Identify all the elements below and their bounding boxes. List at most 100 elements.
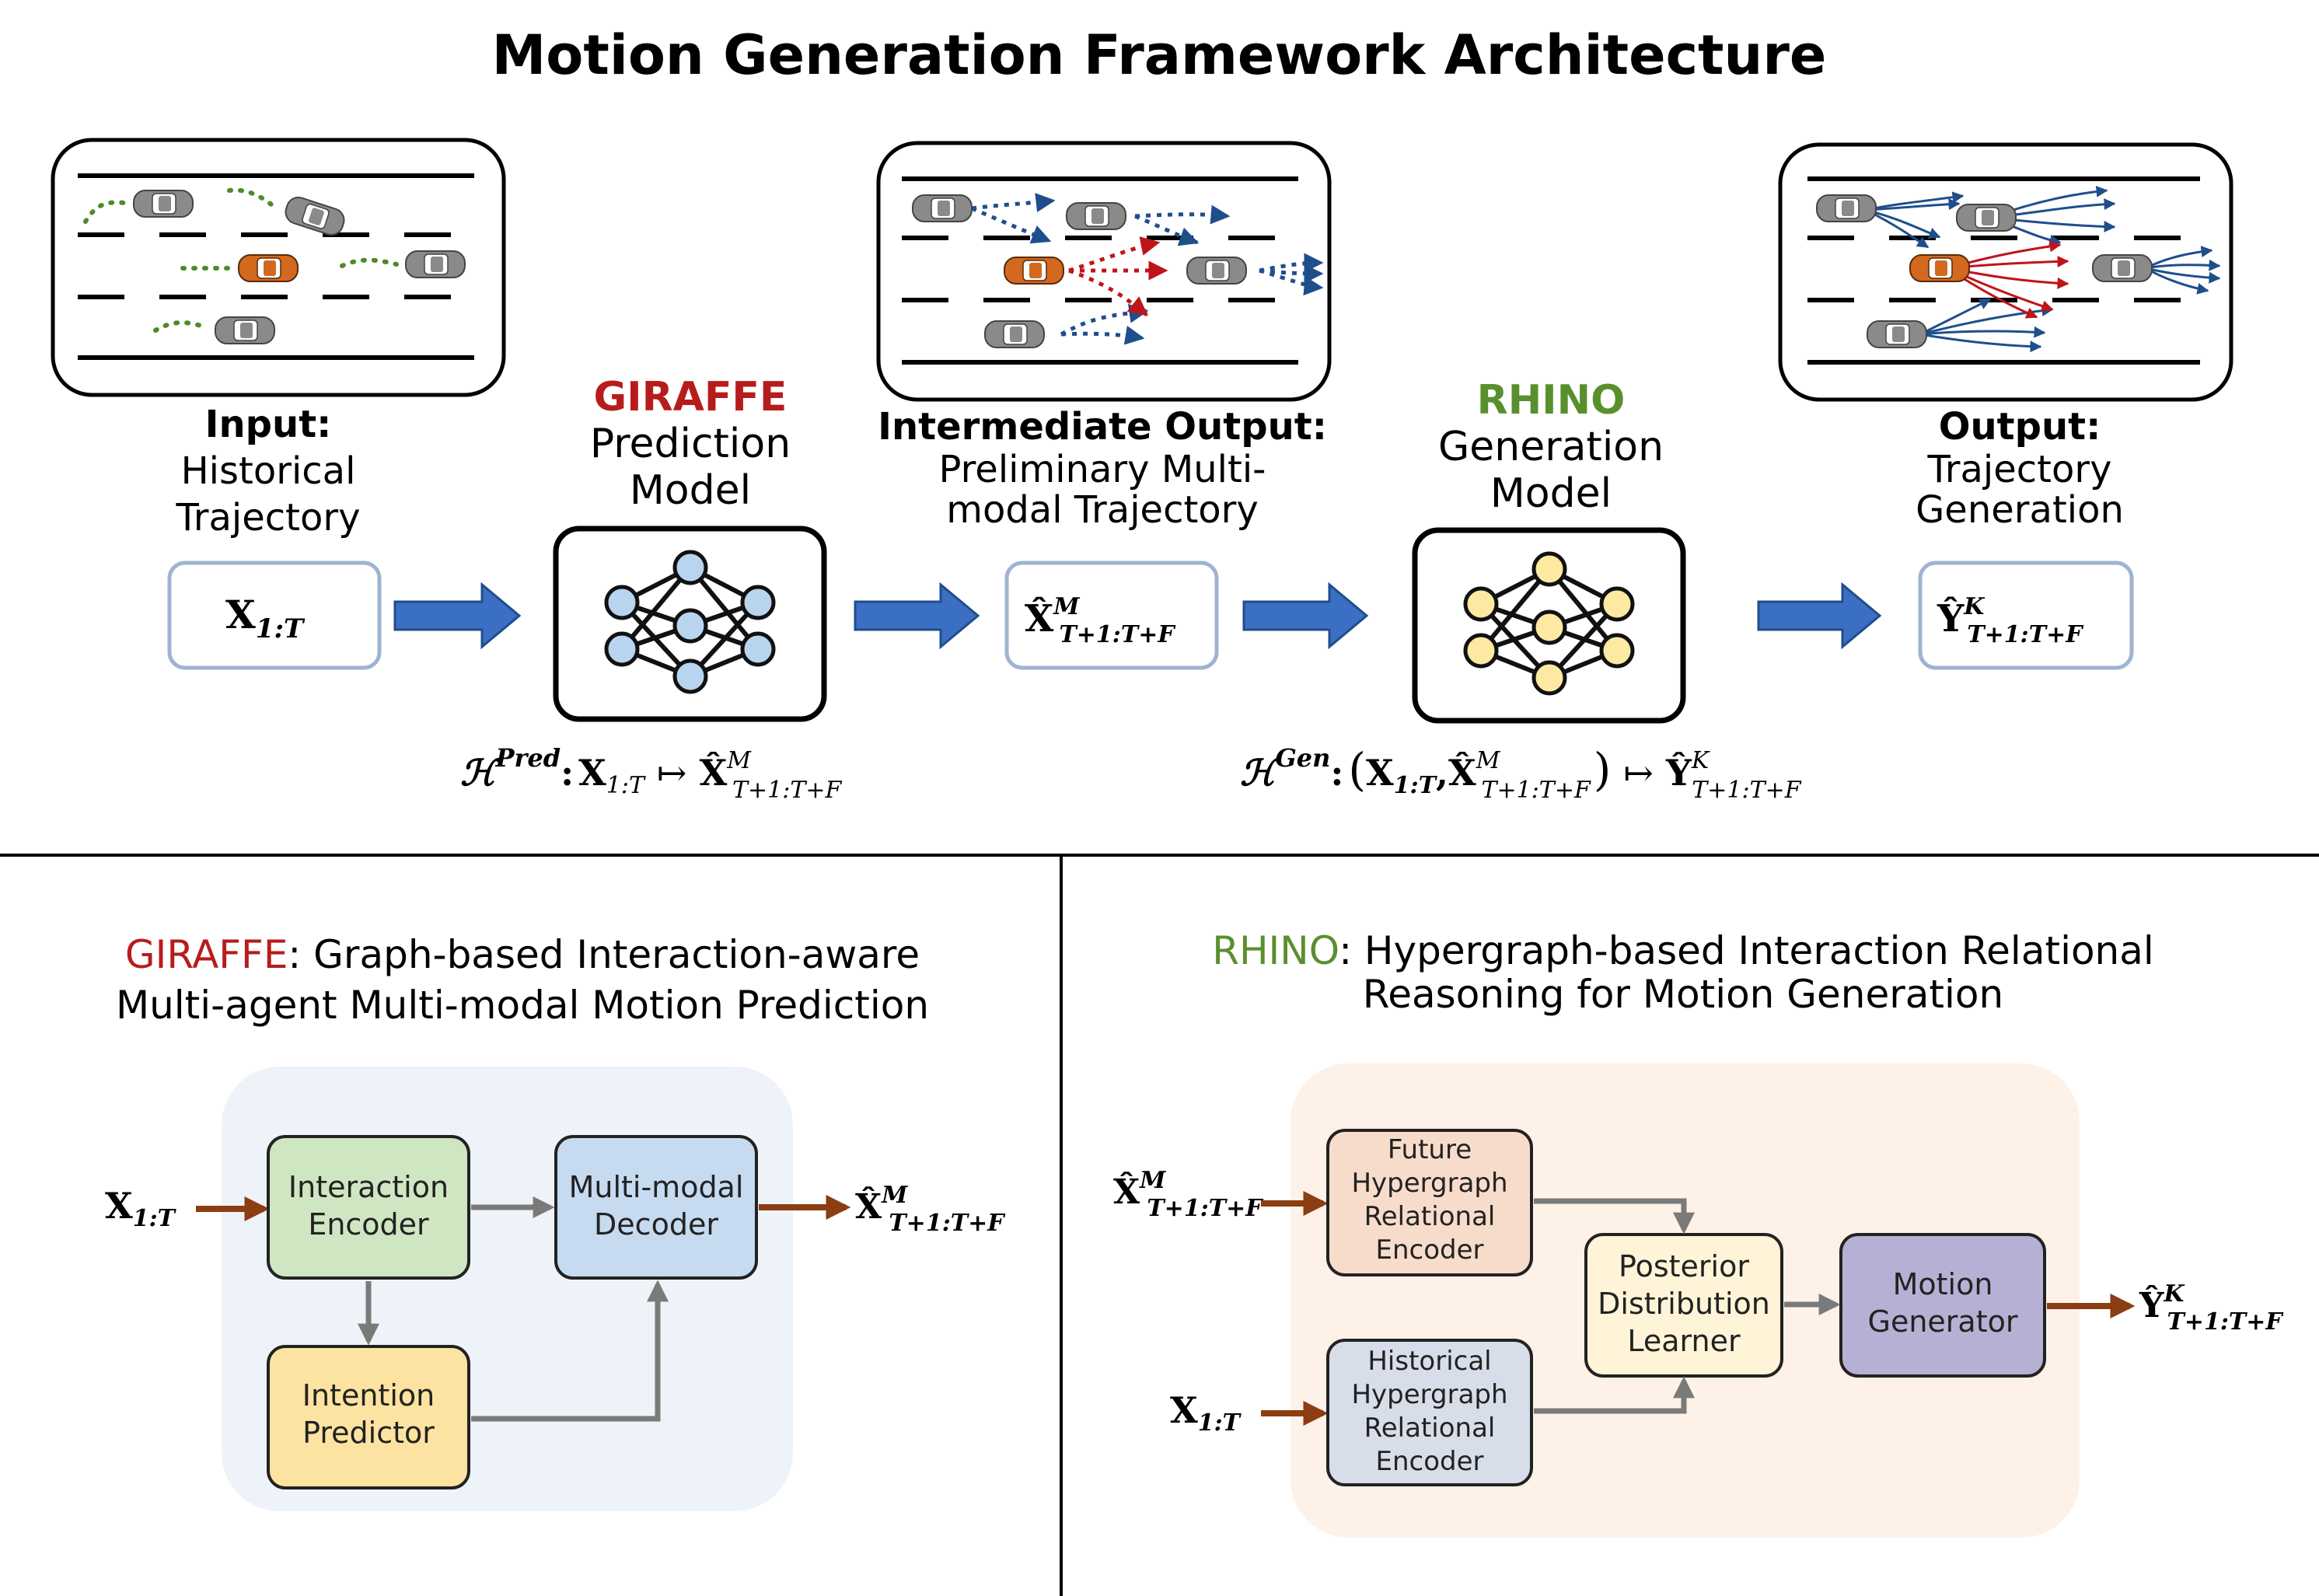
svg-text:Preliminary Multi-: Preliminary Multi- — [939, 448, 1266, 491]
svg-text:Trajectory: Trajectory — [176, 496, 361, 540]
svg-text:Learner: Learner — [1627, 1324, 1741, 1358]
giraffe-panel: GIRAFFE: Graph-based Interaction-aware M… — [105, 932, 1006, 1511]
car-icon — [1909, 254, 1970, 282]
svg-text:Model: Model — [630, 467, 751, 514]
neural-network-icon — [604, 550, 776, 694]
math-base: X̂ — [1025, 595, 1054, 641]
svg-text:modal Trajectory: modal Trajectory — [946, 488, 1259, 532]
svg-text:RHINO: RHINO — [1477, 377, 1626, 424]
arrow-icon — [1757, 581, 1882, 650]
giraffe-input-symbol: X1:T — [105, 1185, 177, 1232]
multimodal-decoder-block: Multi-modal Decoder — [554, 1135, 758, 1280]
svg-text:Future: Future — [1388, 1134, 1472, 1165]
rhino-model-box — [1412, 527, 1686, 724]
math-base: X — [225, 592, 256, 637]
car-icon — [984, 320, 1045, 348]
intermediate-scene — [876, 141, 1332, 402]
svg-text:ŶKT+1:T+F: ŶKT+1:T+F — [1937, 593, 2084, 648]
svg-text:Predictor: Predictor — [302, 1416, 435, 1450]
svg-text:Decoder: Decoder — [594, 1207, 718, 1242]
arrow-icon — [854, 581, 980, 650]
svg-text:Multi-modal: Multi-modal — [569, 1170, 744, 1204]
interaction-encoder-block: Interaction Encoder — [267, 1135, 470, 1280]
car-icon — [215, 316, 275, 344]
svg-text:Relational: Relational — [1364, 1413, 1496, 1444]
svg-text:X̂MT+1:T+F: X̂MT+1:T+F — [1025, 593, 1176, 648]
math-sup: K — [1963, 593, 1985, 620]
svg-text:Hypergraph: Hypergraph — [1351, 1379, 1507, 1410]
input-scene — [51, 138, 506, 397]
svg-text:Motion: Motion — [1893, 1267, 1993, 1301]
rhino-historical-input-symbol: X1:T — [1170, 1389, 1242, 1437]
svg-text:Prediction: Prediction — [590, 421, 791, 467]
math-base: Ŷ — [1937, 595, 1965, 641]
svg-text:Interaction: Interaction — [288, 1170, 449, 1204]
svg-text:Generation: Generation — [1916, 488, 2124, 532]
car-icon — [133, 190, 194, 218]
rhino-stage-label: RHINO Generation Model — [1438, 377, 1664, 517]
neural-network-icon — [1463, 551, 1635, 696]
posterior-learner-block: Posterior Distribution Learner — [1584, 1233, 1783, 1378]
giraffe-panel-title: GIRAFFE: Graph-based Interaction-aware — [125, 932, 920, 977]
svg-text:Hypergraph: Hypergraph — [1351, 1168, 1507, 1199]
arrow-icon — [1534, 1376, 1695, 1414]
arrow-icon — [1534, 1198, 1695, 1235]
math-sub: T+1:T+F — [1967, 621, 2084, 648]
giraffe-stage-label: GIRAFFE Prediction Model — [590, 374, 791, 514]
svg-text:Trajectory: Trajectory — [1927, 448, 2112, 491]
rhino-panel: RHINO: Hypergraph-based Interaction Rela… — [1113, 928, 2284, 1538]
car-icon — [1867, 320, 1927, 348]
car-icon — [912, 194, 973, 222]
pipeline-arrows — [393, 581, 1882, 650]
svg-text:Distribution: Distribution — [1598, 1287, 1770, 1321]
car-icon — [1004, 257, 1064, 285]
output-label: Output: Trajectory Generation — [1916, 405, 2124, 532]
input-box: X1:T — [167, 561, 382, 670]
svg-text:Historical: Historical — [181, 449, 356, 493]
motion-generator-block: Motion Generator — [1839, 1233, 2046, 1378]
car-icon — [1066, 202, 1126, 230]
math-sup: M — [1053, 593, 1080, 620]
rhino-panel-title: RHINO: Hypergraph-based Interaction Rela… — [1212, 928, 2154, 973]
svg-text:Posterior: Posterior — [1619, 1249, 1749, 1283]
svg-text:Relational: Relational — [1364, 1201, 1496, 1232]
svg-text:Intention: Intention — [302, 1378, 435, 1413]
arrow-icon — [393, 581, 522, 650]
math-sub: 1:T — [256, 613, 306, 644]
figure-title: Motion Generation Framework Architecture — [492, 23, 1827, 87]
arrow-icon — [1242, 581, 1369, 650]
intention-predictor-block: Intention Predictor — [267, 1345, 470, 1489]
svg-text:Generation: Generation — [1438, 424, 1664, 470]
svg-text:Encoder: Encoder — [1375, 1235, 1483, 1266]
svg-text:X1:T: X1:T — [225, 592, 306, 644]
svg-text:Generator: Generator — [1868, 1304, 2018, 1339]
giraffe-panel-subtitle: Multi-agent Multi-modal Motion Predictio… — [116, 983, 929, 1028]
svg-text:Model: Model — [1490, 470, 1612, 517]
future-encoder-block: Future Hypergraph Relational Encoder — [1326, 1129, 1533, 1276]
svg-text:Output:: Output: — [1939, 405, 2101, 449]
rhino-panel-subtitle: Reasoning for Motion Generation — [1363, 972, 2003, 1017]
car-icon — [1816, 194, 1877, 222]
car-icon — [1956, 204, 2017, 232]
input-label: Input: Historical Trajectory — [176, 403, 361, 540]
svg-text:Historical: Historical — [1367, 1346, 1491, 1377]
svg-text:GIRAFFE: GIRAFFE — [594, 374, 788, 421]
svg-text:Encoder: Encoder — [308, 1207, 429, 1242]
car-icon — [405, 250, 466, 278]
arrow-icon — [471, 1280, 669, 1422]
svg-text:Encoder: Encoder — [1375, 1446, 1483, 1477]
car-icon — [238, 254, 299, 282]
giraffe-model-box — [553, 526, 827, 722]
svg-text:Input:: Input: — [205, 403, 332, 446]
math-sub: T+1:T+F — [1059, 621, 1176, 648]
historical-encoder-block: Historical Hypergraph Relational Encoder — [1326, 1339, 1533, 1486]
intermediate-label: Intermediate Output: Preliminary Multi- … — [878, 405, 1327, 532]
